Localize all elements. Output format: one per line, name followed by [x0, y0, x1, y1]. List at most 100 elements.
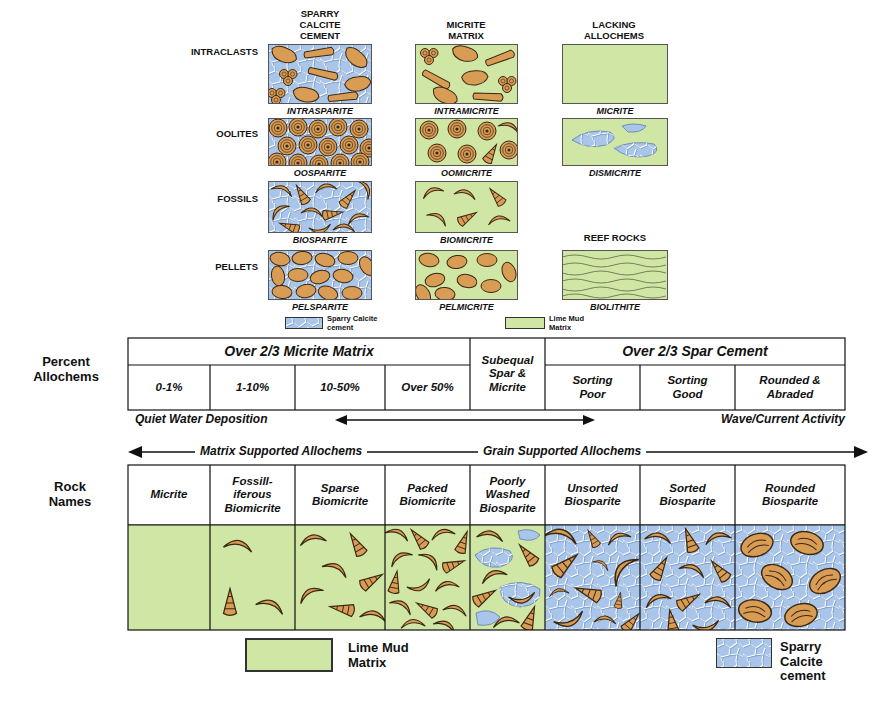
rock-type: Sparse Biomicrite	[303, 482, 377, 508]
table-grid	[128, 338, 845, 410]
rock-panel	[415, 118, 521, 166]
rock-panel	[412, 250, 518, 306]
rock-name-box: OOMICRITE	[415, 167, 518, 179]
rock-name-box: DISMICRITE	[562, 167, 668, 179]
row-heading: FOSSILS	[217, 194, 258, 205]
rock-name-box: BIOSPARITE	[268, 234, 372, 246]
rock-type-box: Poorly Washed Biosparite	[470, 465, 545, 525]
row-heading-box: INTRACLASTS	[130, 44, 258, 60]
rock-panel	[415, 44, 518, 107]
table-cell: 1-10%	[236, 381, 269, 394]
table-cell: Over 50%	[401, 381, 453, 394]
rock-panel	[640, 525, 735, 635]
row-heading: PELLETS	[215, 262, 258, 273]
trend-label-box: Wave/Current Activity	[600, 412, 845, 428]
table-cell-box: Rounded & Abraded	[735, 365, 845, 410]
table-cell-box: Over 50%	[385, 365, 470, 410]
rock-type: Packed Biomicrite	[391, 482, 465, 508]
table-heading: Over 2/3 Micrite Matrix	[224, 343, 373, 359]
legend-text-box: Lime Mud Matrix	[549, 313, 597, 335]
rock-name: OOSPARITE	[294, 168, 346, 178]
table-grid	[128, 465, 845, 630]
rock-panel	[415, 181, 518, 233]
axis-label-box: Rock Names	[18, 475, 122, 515]
trend-label-box: Quiet Water Deposition	[135, 412, 330, 428]
trend-label-box: Grain Supported Allochems	[478, 443, 728, 461]
column-heading: SPARRY CALCITE CEMENT	[280, 9, 360, 42]
rock-name-box: INTRAMICRITE	[415, 105, 518, 117]
rock-type-box: Sorted Biosparite	[640, 465, 735, 525]
rock-name-box: BIOLITHITE	[562, 301, 668, 313]
rock-type-box: Micrite	[128, 465, 210, 525]
rock-name: PELSPARITE	[292, 302, 348, 312]
legend-swatch	[285, 317, 323, 329]
table-cell-box: 0-1%	[128, 365, 210, 410]
rock-type: Fossill- iferous Biomicrite	[217, 475, 289, 515]
table-cell-box: 1-10%	[210, 365, 295, 410]
column-heading: MICRITE MATRIX	[431, 20, 501, 42]
rock-name-box: BIOMICRITE	[415, 234, 518, 246]
table-cell: Rounded & Abraded	[748, 374, 832, 400]
column-heading: LACKING ALLOCHEMS	[569, 20, 659, 42]
table-heading: Subequal Spar & Micrite	[475, 354, 541, 394]
column-heading-box: LACKING ALLOCHEMS	[569, 4, 659, 42]
column-heading-box: MICRITE MATRIX	[431, 4, 501, 42]
rock-panel	[385, 525, 472, 634]
table-heading-box: Over 2/3 Micrite Matrix	[128, 338, 470, 365]
row-heading-box: FOSSILS	[130, 191, 258, 207]
trend-label: Wave/Current Activity	[721, 413, 845, 427]
legend-text-box: Lime Mud Matrix	[348, 636, 432, 676]
rock-panel	[295, 525, 387, 630]
table-heading-box: Subequal Spar & Micrite	[470, 338, 545, 410]
legend-text: Lime Mud Matrix	[549, 315, 597, 332]
rock-name: PELMICRITE	[439, 302, 494, 312]
legend-swatch	[245, 638, 333, 672]
rock-type-box: Rounded Biosparite	[735, 465, 845, 525]
rock-name: INTRAMICRITE	[434, 106, 499, 116]
legend-text: Lime Mud Matrix	[348, 641, 432, 671]
rock-type-box: Fossill- iferous Biomicrite	[210, 465, 295, 525]
rock-panel	[268, 44, 373, 105]
rock-panel	[268, 177, 374, 235]
row-heading-box: PELLETS	[130, 259, 258, 275]
rock-type-box: Sparse Biomicrite	[295, 465, 385, 525]
table-cell: Sorting Poor	[563, 374, 623, 400]
rock-type: Rounded Biosparite	[751, 482, 829, 508]
rock-type: Micrite	[150, 488, 187, 501]
rock-panel	[562, 250, 668, 300]
rock-type-box: Packed Biomicrite	[385, 465, 470, 525]
rock-type: Poorly Washed Biosparite	[473, 475, 543, 515]
rock-type-box: Unsorted Biosparite	[545, 465, 640, 525]
rock-panel	[562, 118, 668, 166]
column-heading-box: SPARRY CALCITE CEMENT	[280, 4, 360, 42]
table-cell-box: Sorting Good	[640, 365, 735, 410]
legend-text-box: Sparry Calcite cement	[780, 634, 846, 690]
rock-name: BIOMICRITE	[440, 235, 493, 245]
rock-panel	[210, 525, 295, 630]
trend-label: Grain Supported Allochems	[478, 445, 646, 459]
legend-swatch	[716, 638, 772, 668]
rock-type: Unsorted Biosparite	[554, 482, 632, 508]
trend-label-box: Matrix Supported Allochems	[195, 443, 445, 461]
rock-panel	[268, 250, 378, 303]
legend-text: Sparry Calcite cement	[780, 640, 846, 685]
rock-panel	[268, 118, 378, 173]
rock-name-box: INTRASPARITE	[268, 105, 372, 117]
column-heading: REEF ROCKS	[584, 233, 646, 244]
rock-name: BIOSPARITE	[293, 235, 347, 245]
rock-panel	[470, 525, 545, 632]
rock-name-box: PELSPARITE	[268, 301, 372, 313]
legend-text: Sparry Calcite cement	[327, 315, 391, 332]
rock-panel	[544, 525, 643, 635]
trend-label: Matrix Supported Allochems	[195, 445, 367, 459]
rock-name: MICRITE	[597, 106, 634, 116]
table-cell: 10-50%	[320, 381, 360, 394]
rock-panel	[128, 525, 210, 630]
legend-text-box: Sparry Calcite cement	[327, 313, 391, 335]
swatch-pattern	[717, 639, 771, 667]
table-heading: Over 2/3 Spar Cement	[622, 343, 768, 359]
legend-swatch	[505, 317, 545, 329]
table-cell-box: 10-50%	[295, 365, 385, 410]
row-heading: OOLITES	[216, 129, 258, 140]
table-cell: Sorting Good	[658, 374, 718, 400]
